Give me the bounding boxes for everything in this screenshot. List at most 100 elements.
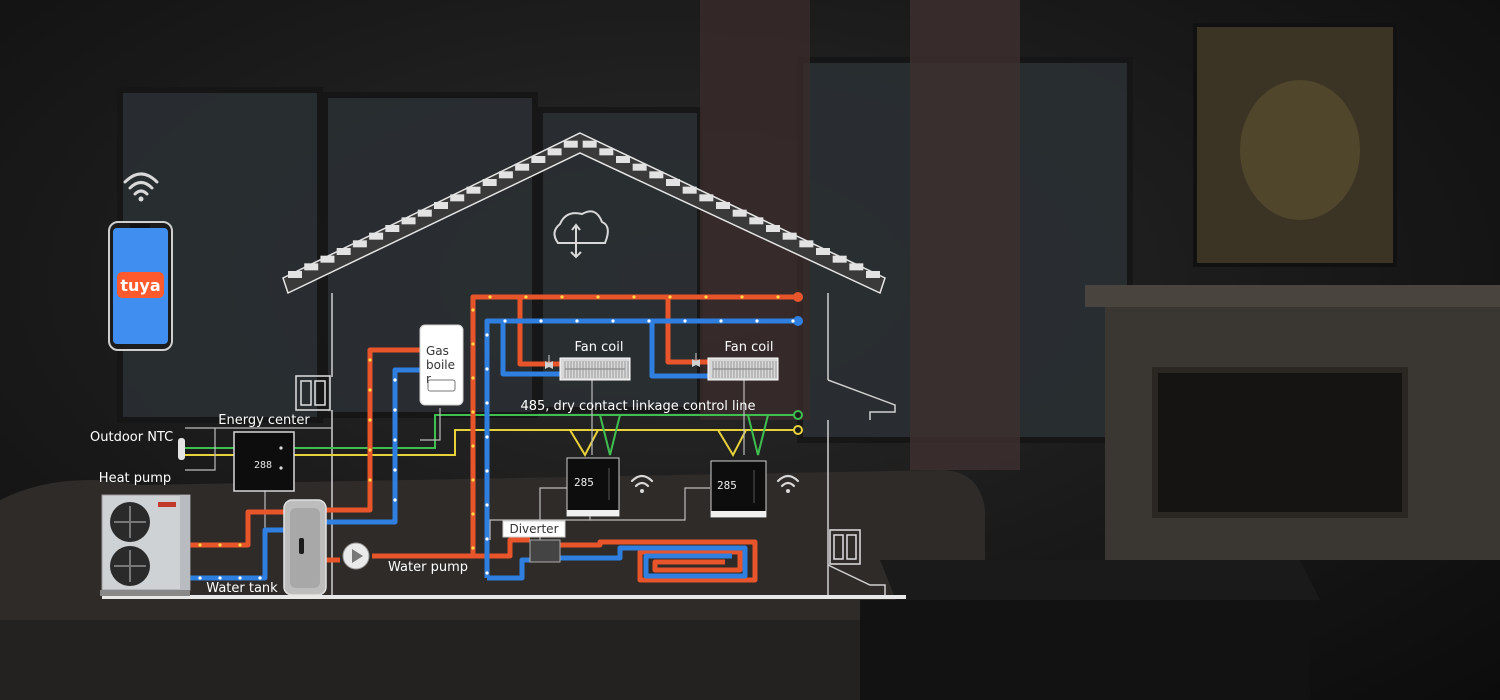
energy-center-display: 288 bbox=[254, 460, 272, 471]
roof-shingle bbox=[563, 140, 578, 148]
flow-dot bbox=[791, 319, 795, 323]
flow-dot bbox=[485, 401, 489, 405]
roof-shingle bbox=[336, 248, 351, 255]
diverter-label: Diverter bbox=[509, 522, 558, 536]
cold-outlet bbox=[793, 316, 803, 326]
flow-dot bbox=[393, 468, 397, 472]
flow-dot bbox=[471, 444, 475, 448]
flow-dot bbox=[258, 576, 262, 580]
gas-boiler-label-3: r bbox=[426, 372, 431, 386]
house-window-left bbox=[295, 375, 331, 411]
wifi-icon bbox=[776, 474, 800, 493]
thermostat-1[interactable]: 285 bbox=[566, 457, 620, 517]
flow-dot bbox=[368, 478, 372, 482]
flow-dot bbox=[485, 333, 489, 337]
roof-shingle bbox=[482, 179, 497, 186]
roof-shingle bbox=[434, 202, 448, 209]
flow-dot bbox=[485, 571, 489, 575]
flow-dot bbox=[755, 319, 759, 323]
flow-dot bbox=[198, 576, 202, 580]
flow-dot bbox=[393, 378, 397, 382]
flow-dot bbox=[471, 546, 475, 550]
flow-dot bbox=[560, 295, 564, 299]
water-pump-label: Water pump bbox=[388, 560, 468, 575]
flow-dot bbox=[471, 342, 475, 346]
house-walls bbox=[102, 293, 906, 599]
valve bbox=[545, 353, 700, 369]
energy-center-panel[interactable]: 288 bbox=[233, 431, 295, 492]
roof-shingle bbox=[666, 179, 680, 186]
gas-boiler[interactable]: Gas boile r bbox=[419, 324, 464, 406]
flow-dot bbox=[740, 295, 744, 299]
roof-shingle bbox=[599, 148, 614, 156]
flow-dot bbox=[539, 319, 543, 323]
roof-shingle bbox=[304, 263, 319, 271]
gas-boiler-label-1: Gas bbox=[426, 344, 449, 358]
roof-shingle bbox=[466, 186, 481, 194]
flow-dot bbox=[485, 435, 489, 439]
outdoor-ntc-sensor bbox=[178, 438, 185, 460]
flow-dot bbox=[393, 498, 397, 502]
roof-shingle bbox=[320, 255, 335, 263]
flow-dot bbox=[198, 543, 202, 547]
flow-dot bbox=[368, 448, 372, 452]
flow-dot bbox=[471, 376, 475, 380]
heat-pump-unit[interactable] bbox=[100, 494, 191, 596]
flow-dot bbox=[503, 319, 507, 323]
flow-dot bbox=[524, 295, 528, 299]
fan-coil-unit-1[interactable] bbox=[559, 357, 631, 381]
flow-dot bbox=[776, 295, 780, 299]
roof-shingle bbox=[401, 217, 416, 225]
thermostat-2-display: 285 bbox=[717, 479, 737, 492]
roof-shingle bbox=[682, 186, 697, 194]
flow-dot bbox=[471, 512, 475, 516]
fan-coil-unit-2[interactable] bbox=[707, 357, 779, 381]
outdoor-ntc-label: Outdoor NTC bbox=[90, 430, 173, 445]
roof-shingle bbox=[385, 225, 400, 232]
diverter-valve[interactable]: Diverter bbox=[502, 520, 566, 563]
flow-dot bbox=[471, 410, 475, 414]
flow-dot bbox=[471, 478, 475, 482]
roof-shingle bbox=[498, 171, 513, 179]
water-tank[interactable] bbox=[283, 499, 327, 596]
wifi-icon bbox=[630, 474, 654, 493]
roof-shingle bbox=[531, 156, 546, 163]
gas-boiler-label-2: boile bbox=[426, 358, 455, 372]
flow-dot bbox=[596, 295, 600, 299]
thermostat-2[interactable]: 285 bbox=[710, 460, 767, 518]
roof-shingle bbox=[866, 271, 880, 278]
roof-shingle bbox=[369, 232, 384, 240]
flow-dot bbox=[668, 295, 672, 299]
energy-center-label: Energy center bbox=[218, 413, 310, 428]
tuya-logo bbox=[117, 272, 164, 298]
flow-dot bbox=[575, 319, 579, 323]
roof-shingle bbox=[849, 263, 864, 271]
flow-dot bbox=[485, 367, 489, 371]
flow-dot bbox=[632, 295, 636, 299]
roof-shingle bbox=[649, 171, 664, 179]
roof-shingle bbox=[749, 217, 764, 225]
control-lines bbox=[185, 410, 803, 458]
water-tank-label: Water tank bbox=[206, 581, 278, 596]
roof-shingle bbox=[417, 209, 432, 217]
cloud-sync-icon bbox=[553, 210, 609, 259]
flow-dot bbox=[485, 469, 489, 473]
roof-shingle bbox=[799, 240, 814, 248]
flow-dot bbox=[368, 418, 372, 422]
play-icon bbox=[352, 549, 363, 563]
roof-shingle bbox=[450, 194, 465, 202]
flow-dot bbox=[218, 543, 222, 547]
smartphone[interactable]: tuya bbox=[108, 221, 173, 351]
thermostat-1-display: 285 bbox=[574, 476, 594, 489]
roof-shingle bbox=[732, 209, 747, 217]
flow-dot bbox=[488, 295, 492, 299]
water-pump[interactable] bbox=[342, 542, 370, 570]
flow-dot bbox=[485, 503, 489, 507]
roof-shingle bbox=[515, 163, 530, 171]
flow-dot bbox=[485, 537, 489, 541]
flow-dot bbox=[611, 319, 615, 323]
roof-shingle bbox=[766, 225, 780, 232]
hot-outlet bbox=[793, 292, 803, 302]
flow-dot bbox=[393, 408, 397, 412]
wifi-icon bbox=[123, 172, 159, 202]
